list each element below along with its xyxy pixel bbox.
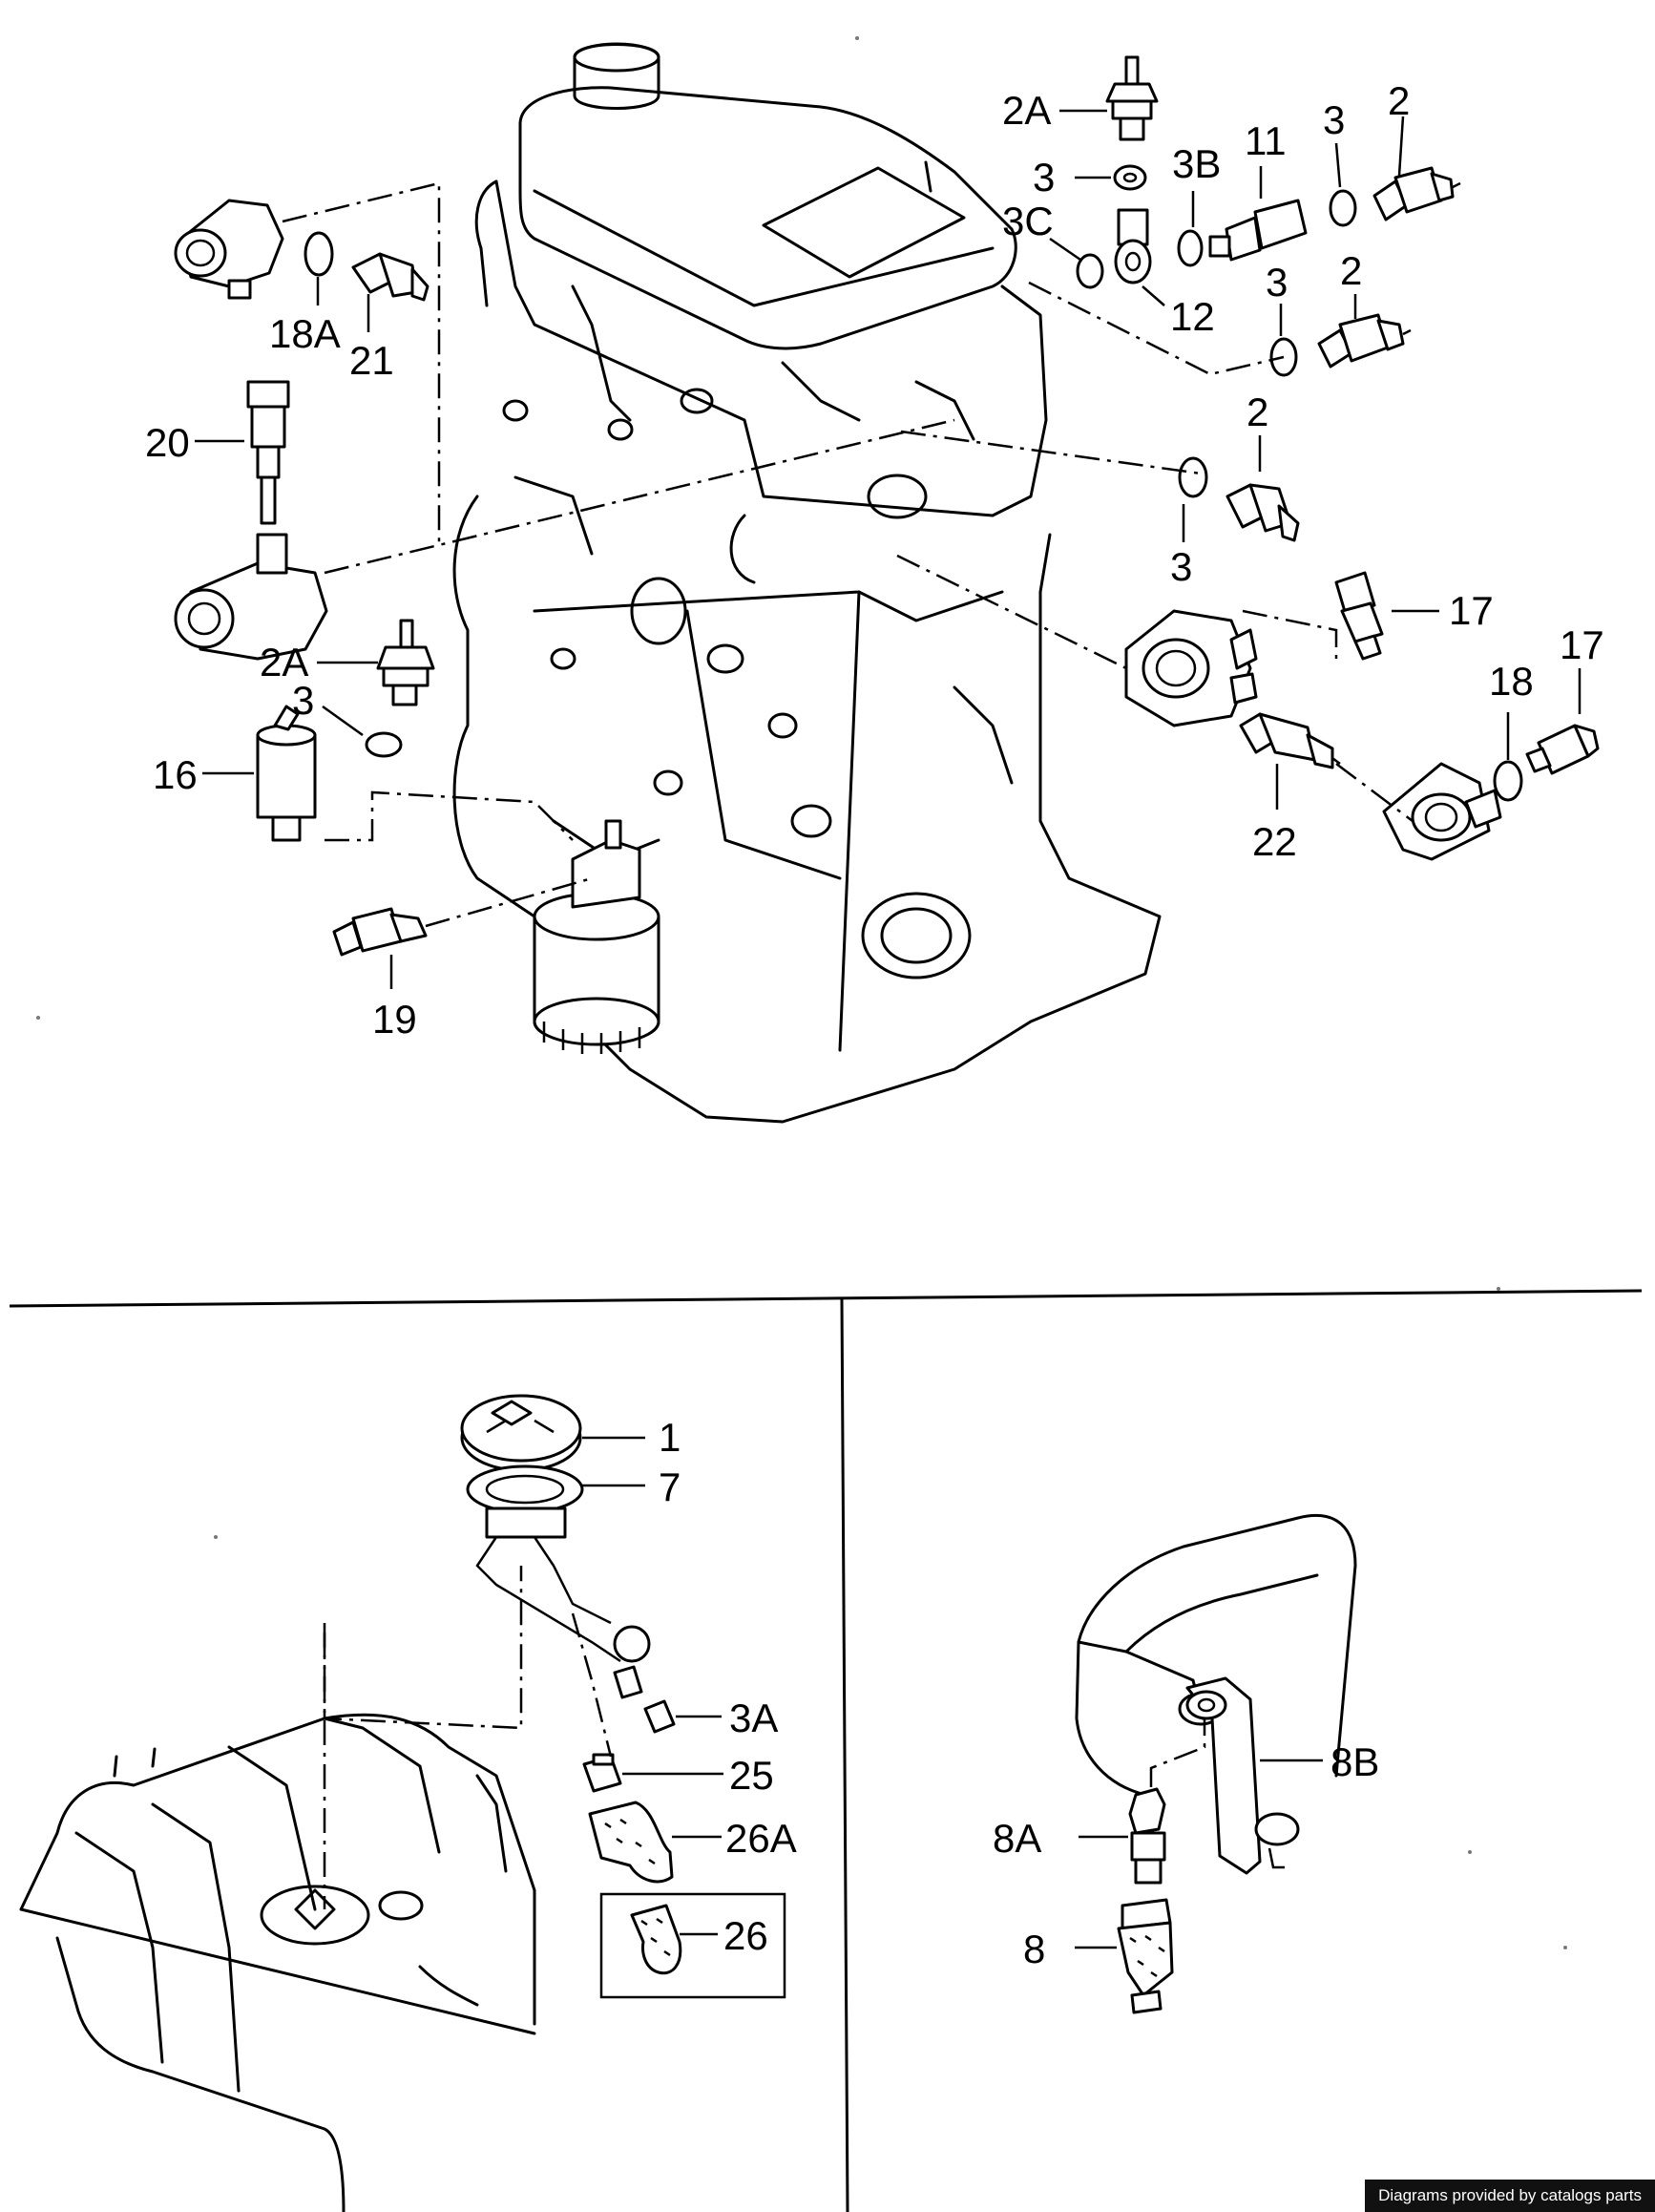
label-1: 1 <box>659 1415 681 1460</box>
coolant-connection-left <box>174 533 328 661</box>
part-8 <box>1117 1898 1174 2014</box>
washer-18A <box>304 231 334 277</box>
part-26A <box>588 1801 674 1884</box>
bottom-right-leaders <box>1075 1718 1323 1949</box>
washer-3B <box>1177 229 1204 267</box>
label-2A-left: 2A <box>260 640 308 685</box>
part-11 <box>1208 199 1308 262</box>
washer-3-left <box>365 731 403 758</box>
fuel-sender-assembly <box>460 1394 651 1699</box>
label-3-right: 3 <box>1323 97 1345 142</box>
label-2-right-top: 2 <box>1388 78 1410 123</box>
label-3-mid: 3 <box>1266 260 1288 305</box>
section-dividers <box>9 1289 1643 2212</box>
part-2A-left <box>376 619 435 706</box>
part-17a <box>1334 571 1384 661</box>
label-3-lower: 3 <box>1170 544 1192 589</box>
label-3C: 3C <box>1002 199 1054 243</box>
bottom-right-labels: 8B 8A 8 <box>993 1739 1379 1971</box>
label-3-top: 3 <box>1033 155 1055 200</box>
label-20: 20 <box>145 420 190 465</box>
top-dashed-lines <box>282 181 1414 928</box>
watermark-credit: Diagrams provided by catalogs parts <box>1365 2180 1655 2212</box>
top-leaders <box>195 109 1582 989</box>
label-8B: 8B <box>1330 1739 1379 1784</box>
label-2-lower: 2 <box>1246 390 1268 434</box>
label-3-left: 3 <box>292 678 314 723</box>
part-25 <box>582 1753 622 1793</box>
part-19 <box>332 907 428 957</box>
part-2-lower <box>1226 483 1300 542</box>
fuel-tank <box>19 1713 536 2212</box>
label-3A: 3A <box>729 1696 778 1740</box>
part-22 <box>1239 712 1341 769</box>
part-12 <box>1114 208 1152 284</box>
part-2A-top <box>1105 55 1159 141</box>
label-2-mid: 2 <box>1340 248 1362 293</box>
label-19: 19 <box>372 997 417 1042</box>
label-26A: 26A <box>725 1816 797 1861</box>
coolant-connection-top-left <box>174 199 284 300</box>
part-26 <box>599 1892 786 1999</box>
label-2A-top: 2A <box>1002 88 1051 133</box>
part-17b <box>1525 724 1600 775</box>
label-21: 21 <box>349 338 394 383</box>
label-16: 16 <box>153 752 198 797</box>
top-labels: 2A 3 3B 11 3 2 3C 12 3 2 2 3 17 17 18 22… <box>145 78 1604 1042</box>
washer-18 <box>1493 760 1523 802</box>
washer-3-lower <box>1178 456 1208 498</box>
coolant-flange-lower-right <box>1382 762 1502 861</box>
label-3B: 3B <box>1172 141 1221 186</box>
washer-3-right <box>1329 189 1357 227</box>
part-16 <box>256 705 317 842</box>
label-8: 8 <box>1023 1927 1045 1971</box>
label-18A: 18A <box>269 311 341 356</box>
part-2-right-top <box>1372 166 1461 221</box>
part-2-mid <box>1317 313 1412 369</box>
oil-filter <box>533 819 660 1054</box>
label-26: 26 <box>723 1913 768 1958</box>
label-22: 22 <box>1252 819 1297 864</box>
part-21 <box>351 252 429 302</box>
part-3A <box>643 1699 676 1734</box>
label-17a: 17 <box>1449 588 1494 633</box>
label-7: 7 <box>659 1464 681 1509</box>
coolant-flange-upper-right <box>1124 609 1258 727</box>
label-11: 11 <box>1245 118 1287 163</box>
washer-3-top <box>1113 164 1147 191</box>
part-8A <box>1128 1787 1166 1885</box>
washer-3C <box>1076 253 1104 289</box>
part-8B-bracket <box>1185 1676 1300 1875</box>
engine-block <box>452 42 1162 1124</box>
label-8A: 8A <box>993 1816 1041 1861</box>
bottom-left-leaders <box>323 1436 723 1936</box>
bottom-left-labels: 1 7 3A 25 26A 26 <box>659 1415 797 1958</box>
label-17b: 17 <box>1560 622 1604 667</box>
part-20 <box>246 380 290 525</box>
label-25: 25 <box>729 1753 774 1798</box>
scan-specks <box>36 36 1567 1949</box>
label-18: 18 <box>1489 659 1534 704</box>
label-12: 12 <box>1170 294 1215 339</box>
